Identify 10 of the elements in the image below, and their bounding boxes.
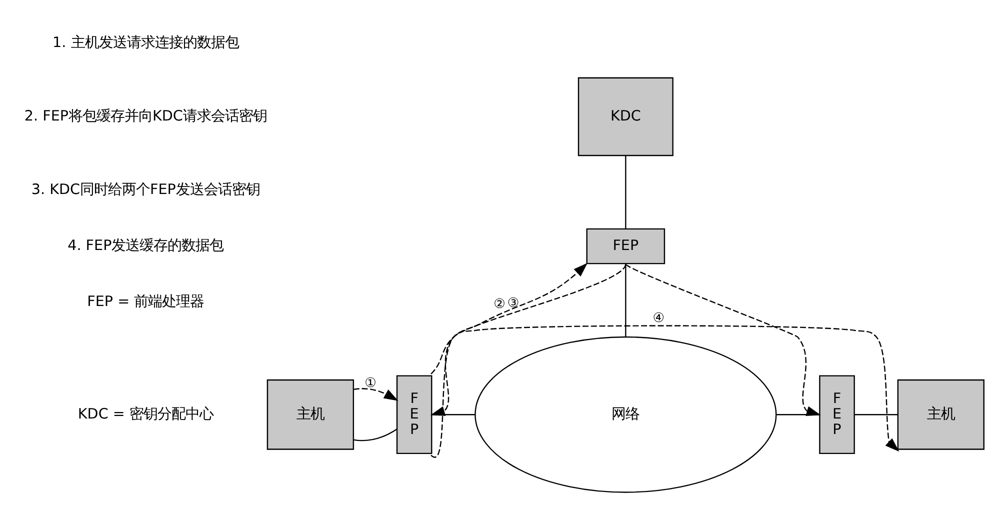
label: FEP = 前端处理器 (87, 294, 204, 310)
edge-label: ② (494, 296, 506, 312)
label: 4. FEP发送缓存的数据包 (68, 238, 224, 254)
label: 3. KDC同时给两个FEP发送会话密钥 (31, 182, 260, 198)
label: 1. 主机发送请求连接的数据包 (52, 34, 239, 51)
label: KDC = 密钥分配中心 (78, 406, 214, 422)
edge-label: ③ (507, 296, 520, 312)
label: 2. FEP将包缓存并向KDC请求会话密钥 (24, 108, 267, 124)
edge-label: ④ (652, 310, 664, 326)
edge-label: ① (364, 376, 376, 391)
